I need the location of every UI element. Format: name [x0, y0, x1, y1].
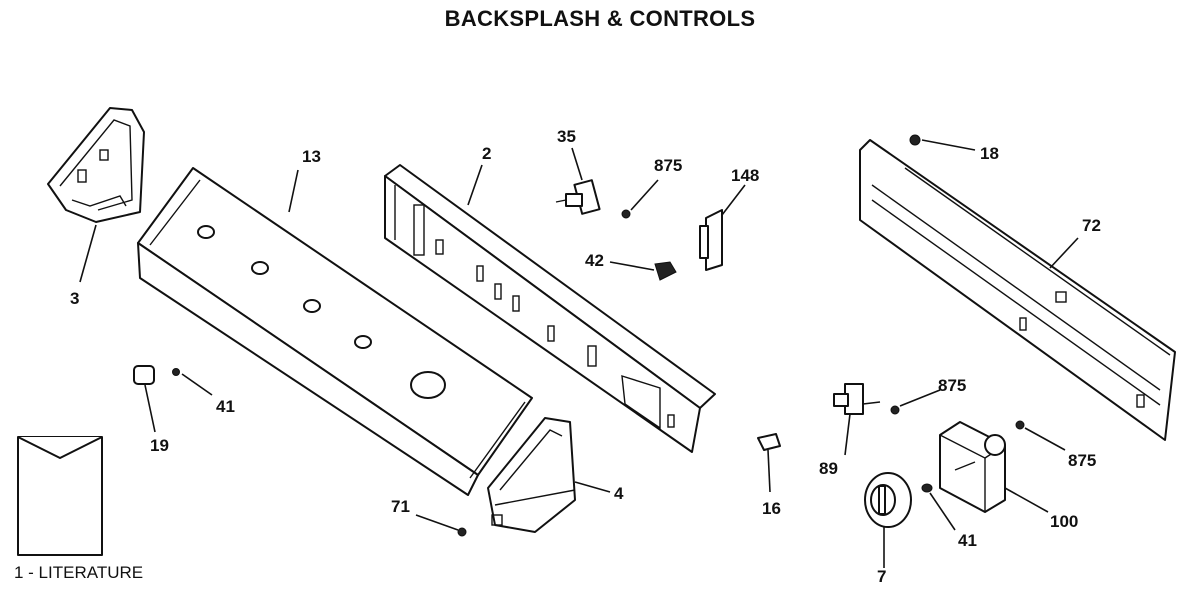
- part-875-screw-middle: [890, 389, 941, 415]
- callout-875-right: 875: [1068, 451, 1097, 470]
- callout-42: 42: [585, 251, 604, 270]
- literature-label: 1 - LITERATURE: [14, 563, 144, 582]
- callout-13: 13: [302, 147, 321, 166]
- part-42-connector: [609, 261, 677, 281]
- callout-41-left: 41: [216, 397, 235, 416]
- callout-35: 35: [557, 127, 576, 146]
- part-18-screw: [909, 134, 976, 151]
- part-2-backsplash-frame: [384, 164, 716, 453]
- part-4-right-end-cap: [487, 417, 576, 533]
- callout-4: 4: [614, 484, 624, 503]
- callout-875-middle: 875: [938, 376, 967, 395]
- part-16-clip: [757, 433, 781, 493]
- part-3-left-end-cap: [47, 107, 145, 223]
- part-13-control-panel: [137, 167, 533, 496]
- part-35-switch: [555, 147, 601, 215]
- part-41-spring-right: [921, 483, 956, 531]
- part-7-timer-knob: [864, 472, 912, 568]
- part-875-screw-upper: [621, 179, 659, 219]
- part-100-timer: [939, 421, 1049, 513]
- callout-3: 3: [70, 289, 80, 308]
- part-875-screw-right: [1015, 420, 1066, 451]
- part-148-bracket: [699, 184, 746, 271]
- callout-16: 16: [762, 499, 781, 518]
- callout-875-upper: 875: [654, 156, 683, 175]
- callout-89: 89: [819, 459, 838, 478]
- callout-41-right: 41: [958, 531, 977, 550]
- callout-71: 71: [391, 497, 410, 516]
- part-1-literature-envelope: [17, 436, 103, 556]
- callout-7: 7: [877, 567, 887, 586]
- part-71-screw: [415, 514, 467, 537]
- callout-18: 18: [980, 144, 999, 163]
- callout-72: 72: [1082, 216, 1101, 235]
- part-89-switch: [833, 383, 881, 456]
- part-72-rear-cover: [859, 139, 1176, 441]
- callout-148: 148: [731, 166, 760, 185]
- part-19-knob: [133, 365, 213, 433]
- callout-2: 2: [482, 144, 492, 163]
- diagram-title: BACKSPLASH & CONTROLS: [444, 6, 756, 31]
- callout-19: 19: [150, 436, 169, 455]
- callout-100: 100: [1050, 512, 1079, 531]
